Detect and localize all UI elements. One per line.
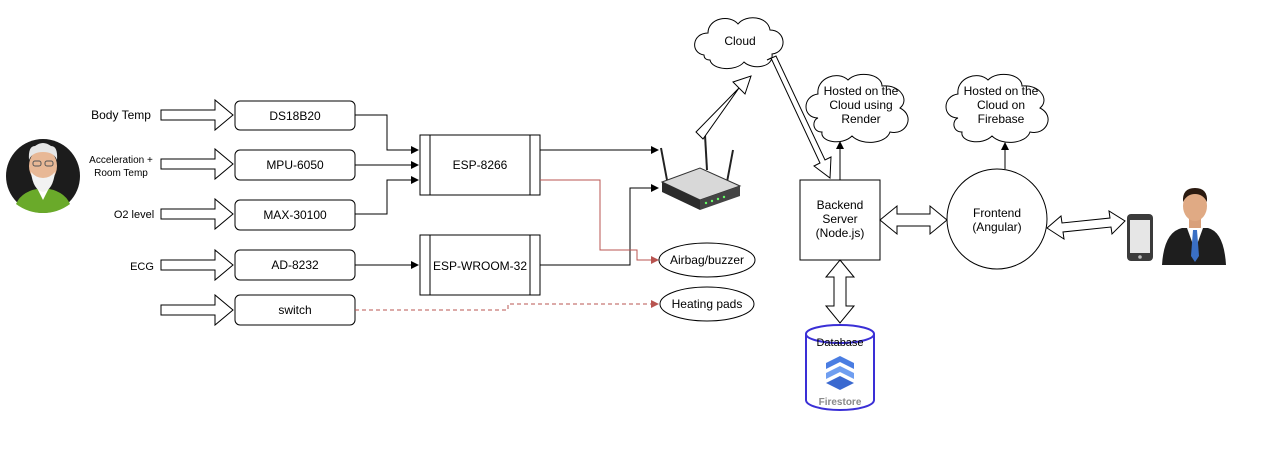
controller-esp8266: ESP-8266 [419, 134, 541, 196]
sensor-ad8232-label: AD-8232 [271, 258, 319, 272]
connector-espwroom-router [540, 184, 659, 266]
frontend-host-line3: Firebase [978, 112, 1025, 126]
frontend-hosting-cloud: Hosted on the Cloud on Firebase [945, 73, 1049, 143]
output-heating-label: Heating pads [672, 297, 743, 311]
input-label-o2: O2 level [114, 209, 154, 221]
arrow-backend-frontend [879, 204, 948, 236]
cloud-shape: Cloud [694, 17, 784, 69]
frontend-circle: Frontend (Angular) [946, 168, 1048, 270]
backend-hosting-cloud: Hosted on the Cloud using Render [805, 73, 909, 143]
output-heating-pads: Heating pads [659, 286, 755, 322]
switch-label: switch [278, 303, 311, 317]
connector-ds18b20-esp8266 [355, 114, 419, 154]
output-airbag-label: Airbag/buzzer [670, 253, 744, 267]
sensor-max30100-label: MAX-30100 [263, 208, 327, 222]
sensor-max30100: MAX-30100 [234, 199, 356, 231]
firestore-brand-label: Firestore [819, 397, 862, 408]
backend-host-line1: Hosted on the [824, 84, 899, 98]
elderly-patient-icon [6, 139, 80, 213]
frontend-host-line1: Hosted on the [964, 84, 1039, 98]
controller-esp8266-label: ESP-8266 [453, 158, 508, 172]
connector-switch-heating [355, 300, 659, 311]
frontend-host-line2: Cloud on [977, 98, 1025, 112]
arrow-backend-database [824, 259, 856, 324]
input-arrow-body-temp [160, 98, 234, 132]
input-arrow-ecg [160, 248, 234, 282]
arrow-router-cloud [695, 75, 752, 140]
controller-esp-wroom-label: ESP-WROOM-32 [433, 259, 527, 273]
database-label: Database [816, 337, 863, 349]
backend-label-line2: Server [822, 212, 857, 226]
backend-server-box: Backend Server (Node.js) [799, 179, 881, 261]
input-label-ecg: ECG [130, 261, 154, 273]
input-arrow-acceleration [160, 147, 234, 181]
firestore-logo-icon [826, 356, 854, 390]
frontend-label-line1: Frontend [973, 206, 1021, 220]
sensor-ds18b20-label: DS18B20 [269, 109, 321, 123]
output-airbag-buzzer: Airbag/buzzer [658, 242, 756, 278]
sensor-mpu6050-label: MPU-6050 [266, 158, 324, 172]
backend-label-line1: Backend [817, 198, 864, 212]
input-arrow-switch [160, 293, 234, 327]
database-cylinder: Database Firestore [805, 324, 875, 411]
switch-box: switch [234, 294, 356, 326]
smartphone-icon [1127, 214, 1153, 261]
frontend-label-line2: (Angular) [972, 220, 1021, 234]
backend-host-line3: Render [841, 112, 880, 126]
controller-esp-wroom-32: ESP-WROOM-32 [419, 234, 541, 296]
wifi-router-icon [660, 134, 742, 210]
cloud-label: Cloud [724, 34, 755, 48]
backend-label-line3: (Node.js) [816, 226, 865, 240]
input-label-body-temp: Body Temp [91, 108, 151, 122]
sensor-ad8232: AD-8232 [234, 249, 356, 281]
backend-host-line2: Cloud using [829, 98, 892, 112]
sensor-ds18b20: DS18B20 [234, 100, 356, 131]
caregiver-icon [1162, 188, 1226, 265]
input-label-room-temp: Room Temp [94, 168, 148, 179]
input-arrow-o2 [160, 197, 234, 231]
input-label-acceleration: Acceleration + [89, 155, 153, 166]
arrow-cloud-backend [766, 55, 832, 179]
sensor-mpu6050: MPU-6050 [234, 149, 356, 181]
arrow-frontend-phone [1046, 210, 1126, 241]
connector-max30100-esp8266 [355, 176, 419, 215]
connector-esp8266-airbag [540, 179, 659, 264]
